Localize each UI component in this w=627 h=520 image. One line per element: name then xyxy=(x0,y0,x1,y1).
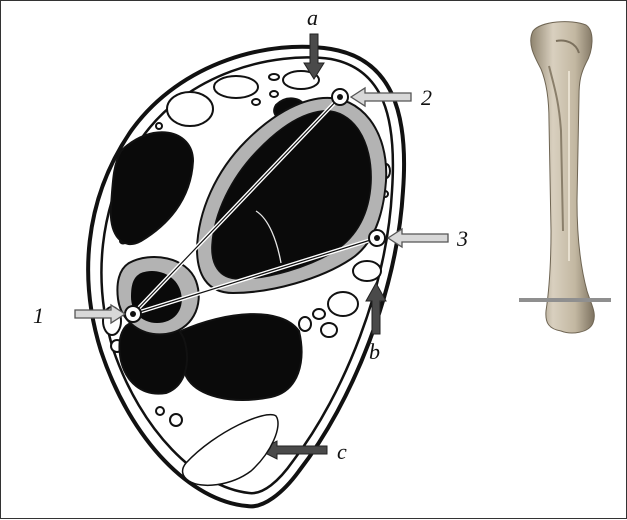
tibia-specimen-image xyxy=(519,22,611,333)
label-point-2: 2 xyxy=(421,85,432,110)
label-point-3: 3 xyxy=(456,226,468,251)
cut-level-line xyxy=(519,298,611,302)
label-arrow-a: a xyxy=(307,5,318,30)
label-arrow-c: c xyxy=(337,439,347,464)
label-arrow-b: b xyxy=(369,339,380,364)
label-point-1: 1 xyxy=(33,303,44,328)
